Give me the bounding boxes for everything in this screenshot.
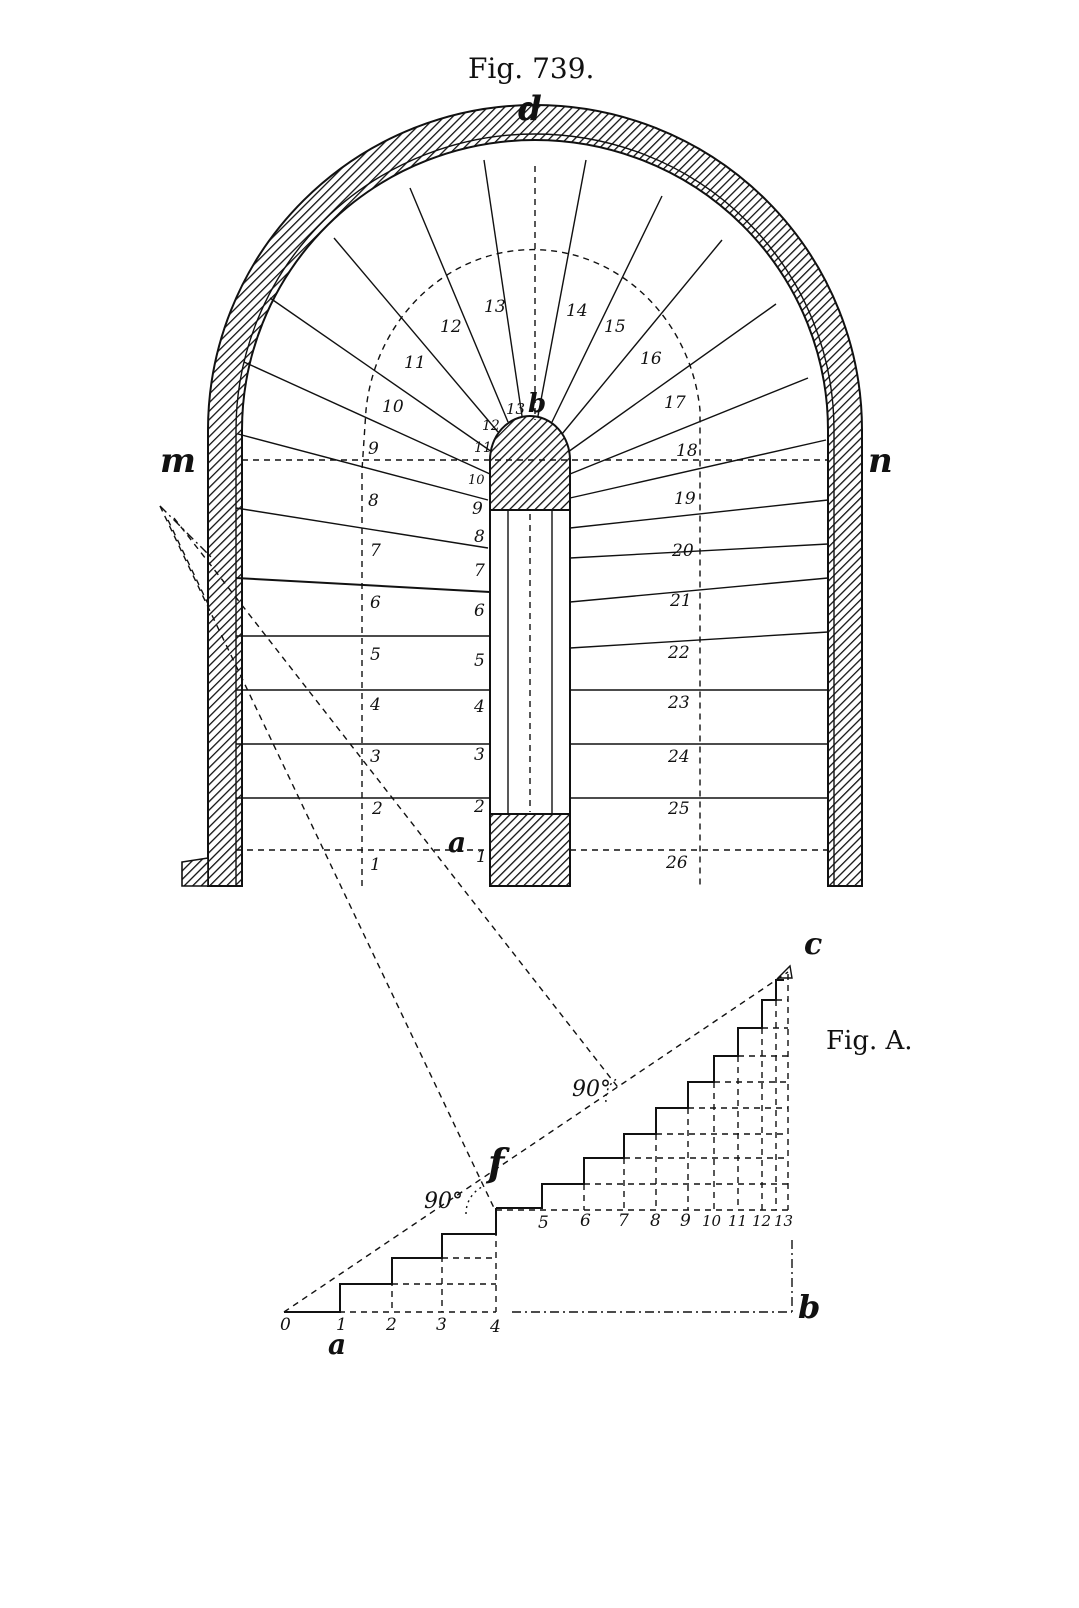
fig-a-num-7: 7 [618,1211,629,1231]
left-outer-9: 9 [368,439,379,459]
left-inner-4: 4 [473,697,485,717]
fig-a-lower-steps [284,1208,497,1313]
left-inner-3: 3 [474,745,485,765]
fig-a-num-0: 0 [280,1315,291,1335]
left-outer-numbers: 1 2 3 4 5 6 7 8 9 10 11 12 13 [368,297,506,875]
left-outer-2: 2 [371,799,383,819]
left-outer-4: 4 [369,695,381,715]
fig-a-num-2: 2 [385,1315,397,1335]
newel-bottom-block [489,813,571,887]
label-c: c [804,927,822,962]
fig-a-num-4: 4 [489,1317,501,1337]
right-outer-21: 21 [669,591,692,611]
fig-a-base-numbers: 0 1 2 3 4 5 6 7 8 9 10 11 12 13 [280,1211,793,1337]
wall-ledge [181,857,209,887]
left-inner-5: 5 [474,651,485,671]
right-outer-19: 19 [674,489,696,509]
label-d: d [518,89,542,129]
right-outer-26: 26 [665,853,688,873]
fig-a-num-11: 11 [728,1212,747,1230]
right-outer-15: 15 [604,317,626,337]
fig-a-num-3: 3 [436,1315,447,1335]
fig-a-num-5: 5 [538,1213,549,1233]
winder-step-lines [235,159,829,559]
left-outer-13: 13 [484,297,506,317]
label-a-fig-a: a [328,1328,346,1361]
right-outer-20: 20 [671,541,694,561]
left-inner-numbers: 1 2 3 4 5 6 7 8 9 10 11 12 13 [468,400,525,867]
outer-wall [207,104,863,887]
fig-a-num-10: 10 [702,1212,722,1230]
right-outer-14: 14 [566,301,588,321]
right-outer-16: 16 [640,349,662,369]
label-m: m [160,441,196,481]
left-outer-10: 10 [382,397,404,417]
left-outer-3: 3 [370,747,381,767]
angle-label-f: 90° [424,1189,463,1214]
fig-a-grid [339,974,789,1312]
label-n: n [868,441,893,481]
fig-a-num-8: 8 [650,1211,661,1231]
right-outer-17: 17 [664,393,686,413]
figure-a-title: Fig. A. [826,1026,913,1056]
figure-739-title: Fig. 739. [468,52,595,85]
right-outer-23: 23 [667,693,690,713]
fig-a-upper-steps [496,979,784,1209]
newel-top-cap [489,415,571,511]
right-outer-18: 18 [676,441,698,461]
label-b: b [528,389,546,419]
right-outer-25: 25 [667,799,690,819]
left-inner-11: 11 [474,440,492,456]
left-inner-1: 1 [476,847,487,867]
left-inner-2: 2 [473,797,485,817]
fig-a-c-mark [776,964,793,979]
left-inner-7: 7 [474,561,485,581]
walking-line [361,248,701,886]
left-inner-6: 6 [474,601,485,621]
left-outer-12: 12 [440,317,462,337]
fig-a-hypotenuse [283,971,789,1313]
fig-a-num-9: 9 [680,1211,691,1231]
left-inner-13: 13 [506,400,525,418]
fig-a-num-1: 1 [336,1315,347,1335]
construction-lines [159,505,621,1209]
label-b-fig-a: b [798,1288,820,1326]
fig-a-num-12: 12 [752,1212,771,1230]
left-inner-10: 10 [468,473,485,488]
wall-inner-line [235,133,835,886]
left-outer-7: 7 [370,541,381,561]
label-a-main: a [448,826,466,859]
right-outer-22: 22 [667,643,690,663]
angle-label-upper: 90° [572,1077,611,1102]
fig-a-num-6: 6 [580,1211,591,1231]
fig-a-num-13: 13 [774,1212,793,1230]
left-outer-11: 11 [404,353,426,373]
left-straight-steps [235,577,491,799]
left-outer-6: 6 [370,593,381,613]
left-inner-12: 12 [482,418,500,434]
left-outer-1: 1 [370,855,381,875]
left-outer-8: 8 [368,491,379,511]
right-outer-numbers: 14 15 16 17 18 19 20 21 22 23 24 25 26 [566,301,698,873]
left-inner-9: 9 [472,499,483,519]
right-angle-arc-f [465,1185,485,1215]
right-outer-24: 24 [667,747,690,767]
right-straight-steps [569,577,829,799]
left-inner-8: 8 [474,527,485,547]
left-outer-5: 5 [370,645,381,665]
